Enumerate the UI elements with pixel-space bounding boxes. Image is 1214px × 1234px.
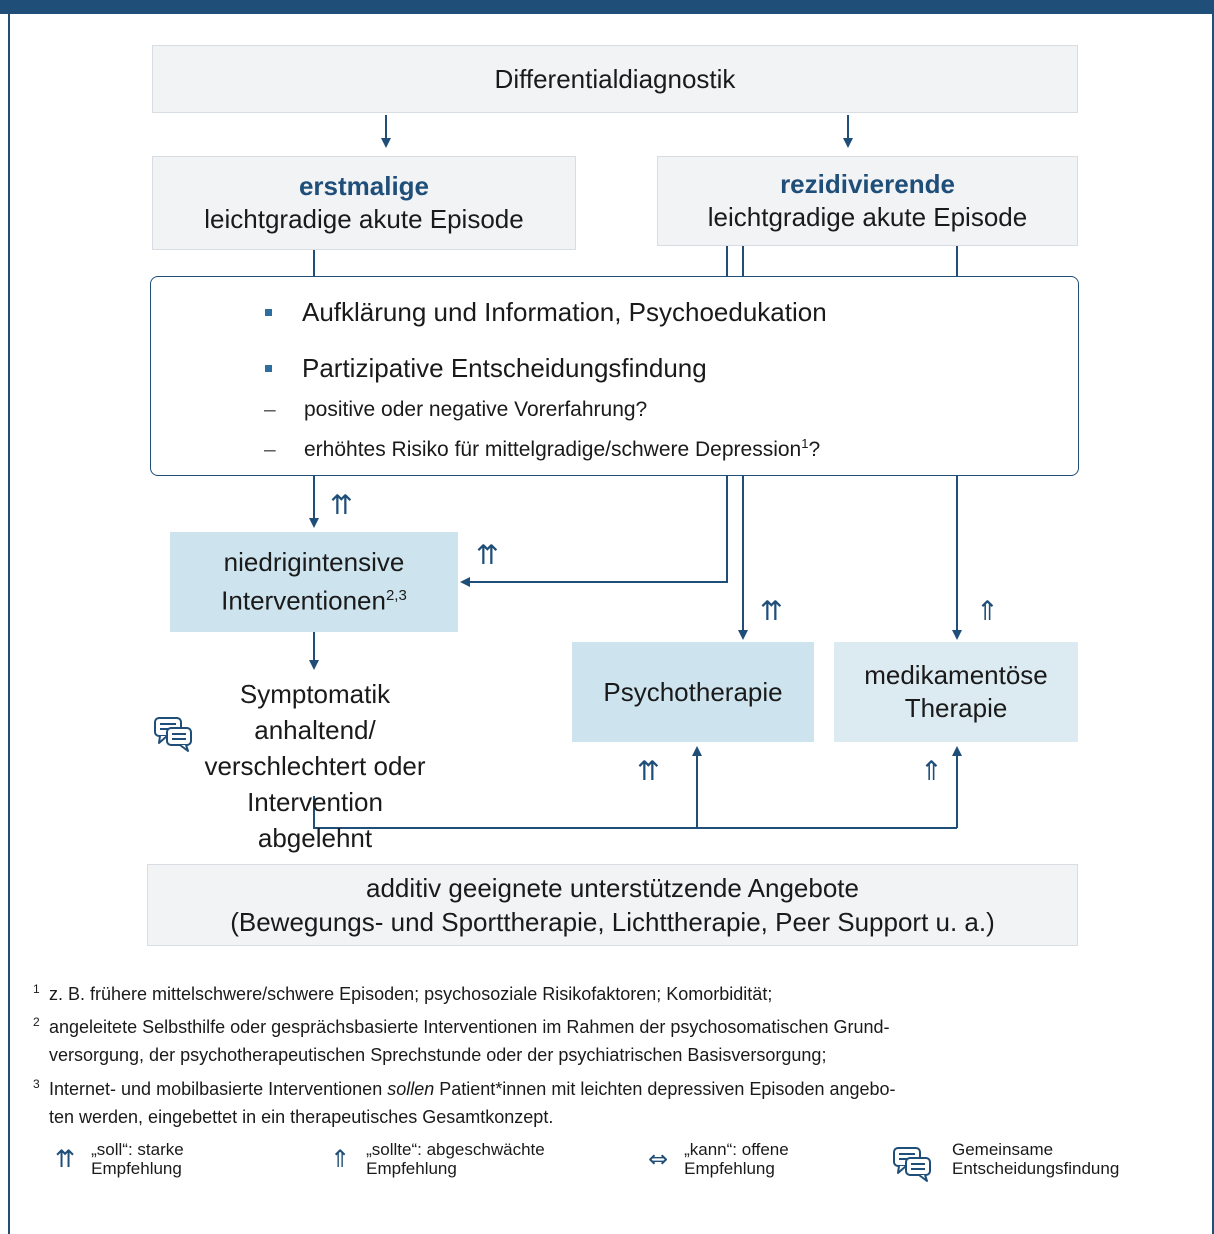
rezidiv-label: leichtgradige akute Episode [707,202,1028,232]
footnote-3-pre: Internet- und mobilbasierte Intervention… [49,1079,388,1099]
sub-vorerfahrung: –positive oder negative Vorerfahrung? [264,398,648,421]
legend-sollte-line-1: „sollte“: abgeschwächte [366,1140,545,1159]
footnote-1-text: z. B. frühere mittelschwere/schwere Epis… [49,984,773,1004]
legend-shared-line-1: Gemeinsame [952,1140,1054,1159]
arrow-info-to-niedrig-right [460,476,728,587]
psychotherapie-box: Psychotherapie [572,642,814,742]
chat-bubbles-icon [154,717,192,752]
differentialdiagnostik-label: Differentialdiagnostik [494,63,736,94]
legend-kann-line-2: Empfehlung [684,1159,775,1178]
footnote-3-post: Patient*innen mit leichten depressiven E… [434,1079,896,1099]
footnote-2-line-2: versorgung, der psychotherapeutischen Sp… [49,1045,827,1065]
connector-symptom-bottom [313,796,957,829]
symptomatik-text: Symptomatik anhaltend/ verschlechtert od… [190,676,440,856]
symptomatik-line-2: verschlechtert oder [204,751,426,781]
weak-recommendation-icon: ⇑ [920,756,943,787]
legend-shared-line-2: Entscheidungsfindung [952,1159,1120,1178]
strong-recommendation-icon: ⇈ [760,596,783,627]
footnote-3: 3 Internet- und mobilbasierte Interventio… [33,1075,896,1131]
strong-recommendation-icon: ⇈ [476,540,499,571]
weak-recommendation-icon: ⇑ [976,596,999,627]
differentialdiagnostik-box: Differentialdiagnostik [152,45,1078,113]
strong-recommendation-icon: ⇈ [330,490,353,521]
symptomatik-line-3: Intervention abgelehnt [247,787,383,853]
additiv-box: additiv geeignete unterstützende Angebot… [147,864,1078,946]
additiv-label-1: additiv geeignete unterstützende Angebot… [366,873,859,903]
medikamentoes-label-1: medikamentöse [864,660,1048,690]
niedrigintensive-footnote-ref: 2,3 [385,587,407,605]
sub-risiko: –erhöhtes Risiko für mittelgradige/schwe… [264,436,821,461]
footnote-1: 1 z. B. frühere mittelschwere/schwere Epi… [33,980,772,1008]
niedrigintensive-label-1: niedrigintensive [223,547,405,578]
erstmalig-bold-label: erstmalige [298,171,430,201]
top-bar [0,0,1214,14]
open-recommendation-icon: ⇔ [648,1145,669,1173]
medikamentoes-box: medikamentöse Therapie [834,642,1078,742]
sub-risiko-end: ? [808,438,821,461]
footnote-3-line-2: ten werden, eingebettet in ein therapeut… [49,1107,554,1127]
legend-soll-line-1: „soll“: starke [91,1140,184,1159]
footnote-2-line-1: angeleitete Selbsthilfe oder gesprächsba… [49,1017,890,1037]
medikamentoes-label-2: Therapie [904,693,1008,723]
rezidiv-bold-label: rezidivierende [780,169,955,199]
bullet-square [265,365,272,372]
footnote-3-emphasis: sollen [387,1079,435,1099]
sub-vorerfahrung-label: positive oder negative Vorerfahrung? [304,398,648,421]
sub-risiko-footnote-ref: 1 [801,436,809,451]
erstmalig-box: erstmalige leichtgradige akute Episode [152,156,576,250]
weak-recommendation-icon: ⇑ [330,1145,351,1173]
information-box [150,276,1079,476]
symptomatik-line-1: Symptomatik anhaltend/ [239,679,391,745]
footnote-3-number: 3 [33,1077,40,1091]
right-border [1212,14,1214,1234]
psychotherapie-label: Psychotherapie [603,676,783,707]
legend-kann-line-1: „kann“: offene [684,1140,789,1159]
bullet-partizipativ: Partizipative Entscheidungsfindung [265,353,707,384]
strong-recommendation-icon: ⇈ [55,1145,76,1173]
legend-sollte-line-2: Empfehlung [366,1159,457,1178]
footnote-1-number: 1 [33,982,40,996]
chat-bubbles-icon [893,1147,931,1182]
bullet-square [265,309,272,316]
sub-risiko-label: erhöhtes Risiko für mittelgradige/schwer… [304,438,802,461]
bullet-aufklaerung: Aufklärung und Information, Psychoedukat… [265,297,827,328]
left-border [8,14,10,1234]
additiv-label-2: (Bewegungs- und Sporttherapie, Lichtther… [230,907,995,937]
niedrigintensive-label-2: Interventionen [221,585,386,616]
niedrigintensive-box: niedrigintensive Interventionen2,3 [170,532,458,632]
strong-recommendation-icon: ⇈ [637,756,660,787]
bullet-partizipativ-label: Partizipative Entscheidungsfindung [302,353,707,383]
rezidiv-box: rezidivierende leichtgradige akute Episo… [657,156,1078,246]
footnote-2: 2 angeleitete Selbsthilfe oder gesprächsb… [33,1013,889,1069]
erstmalig-label: leichtgradige akute Episode [204,204,524,234]
bullet-aufklaerung-label: Aufklärung und Information, Psychoedukat… [302,297,827,327]
footnote-2-number: 2 [33,1015,40,1029]
legend-soll-line-2: Empfehlung [91,1159,182,1178]
